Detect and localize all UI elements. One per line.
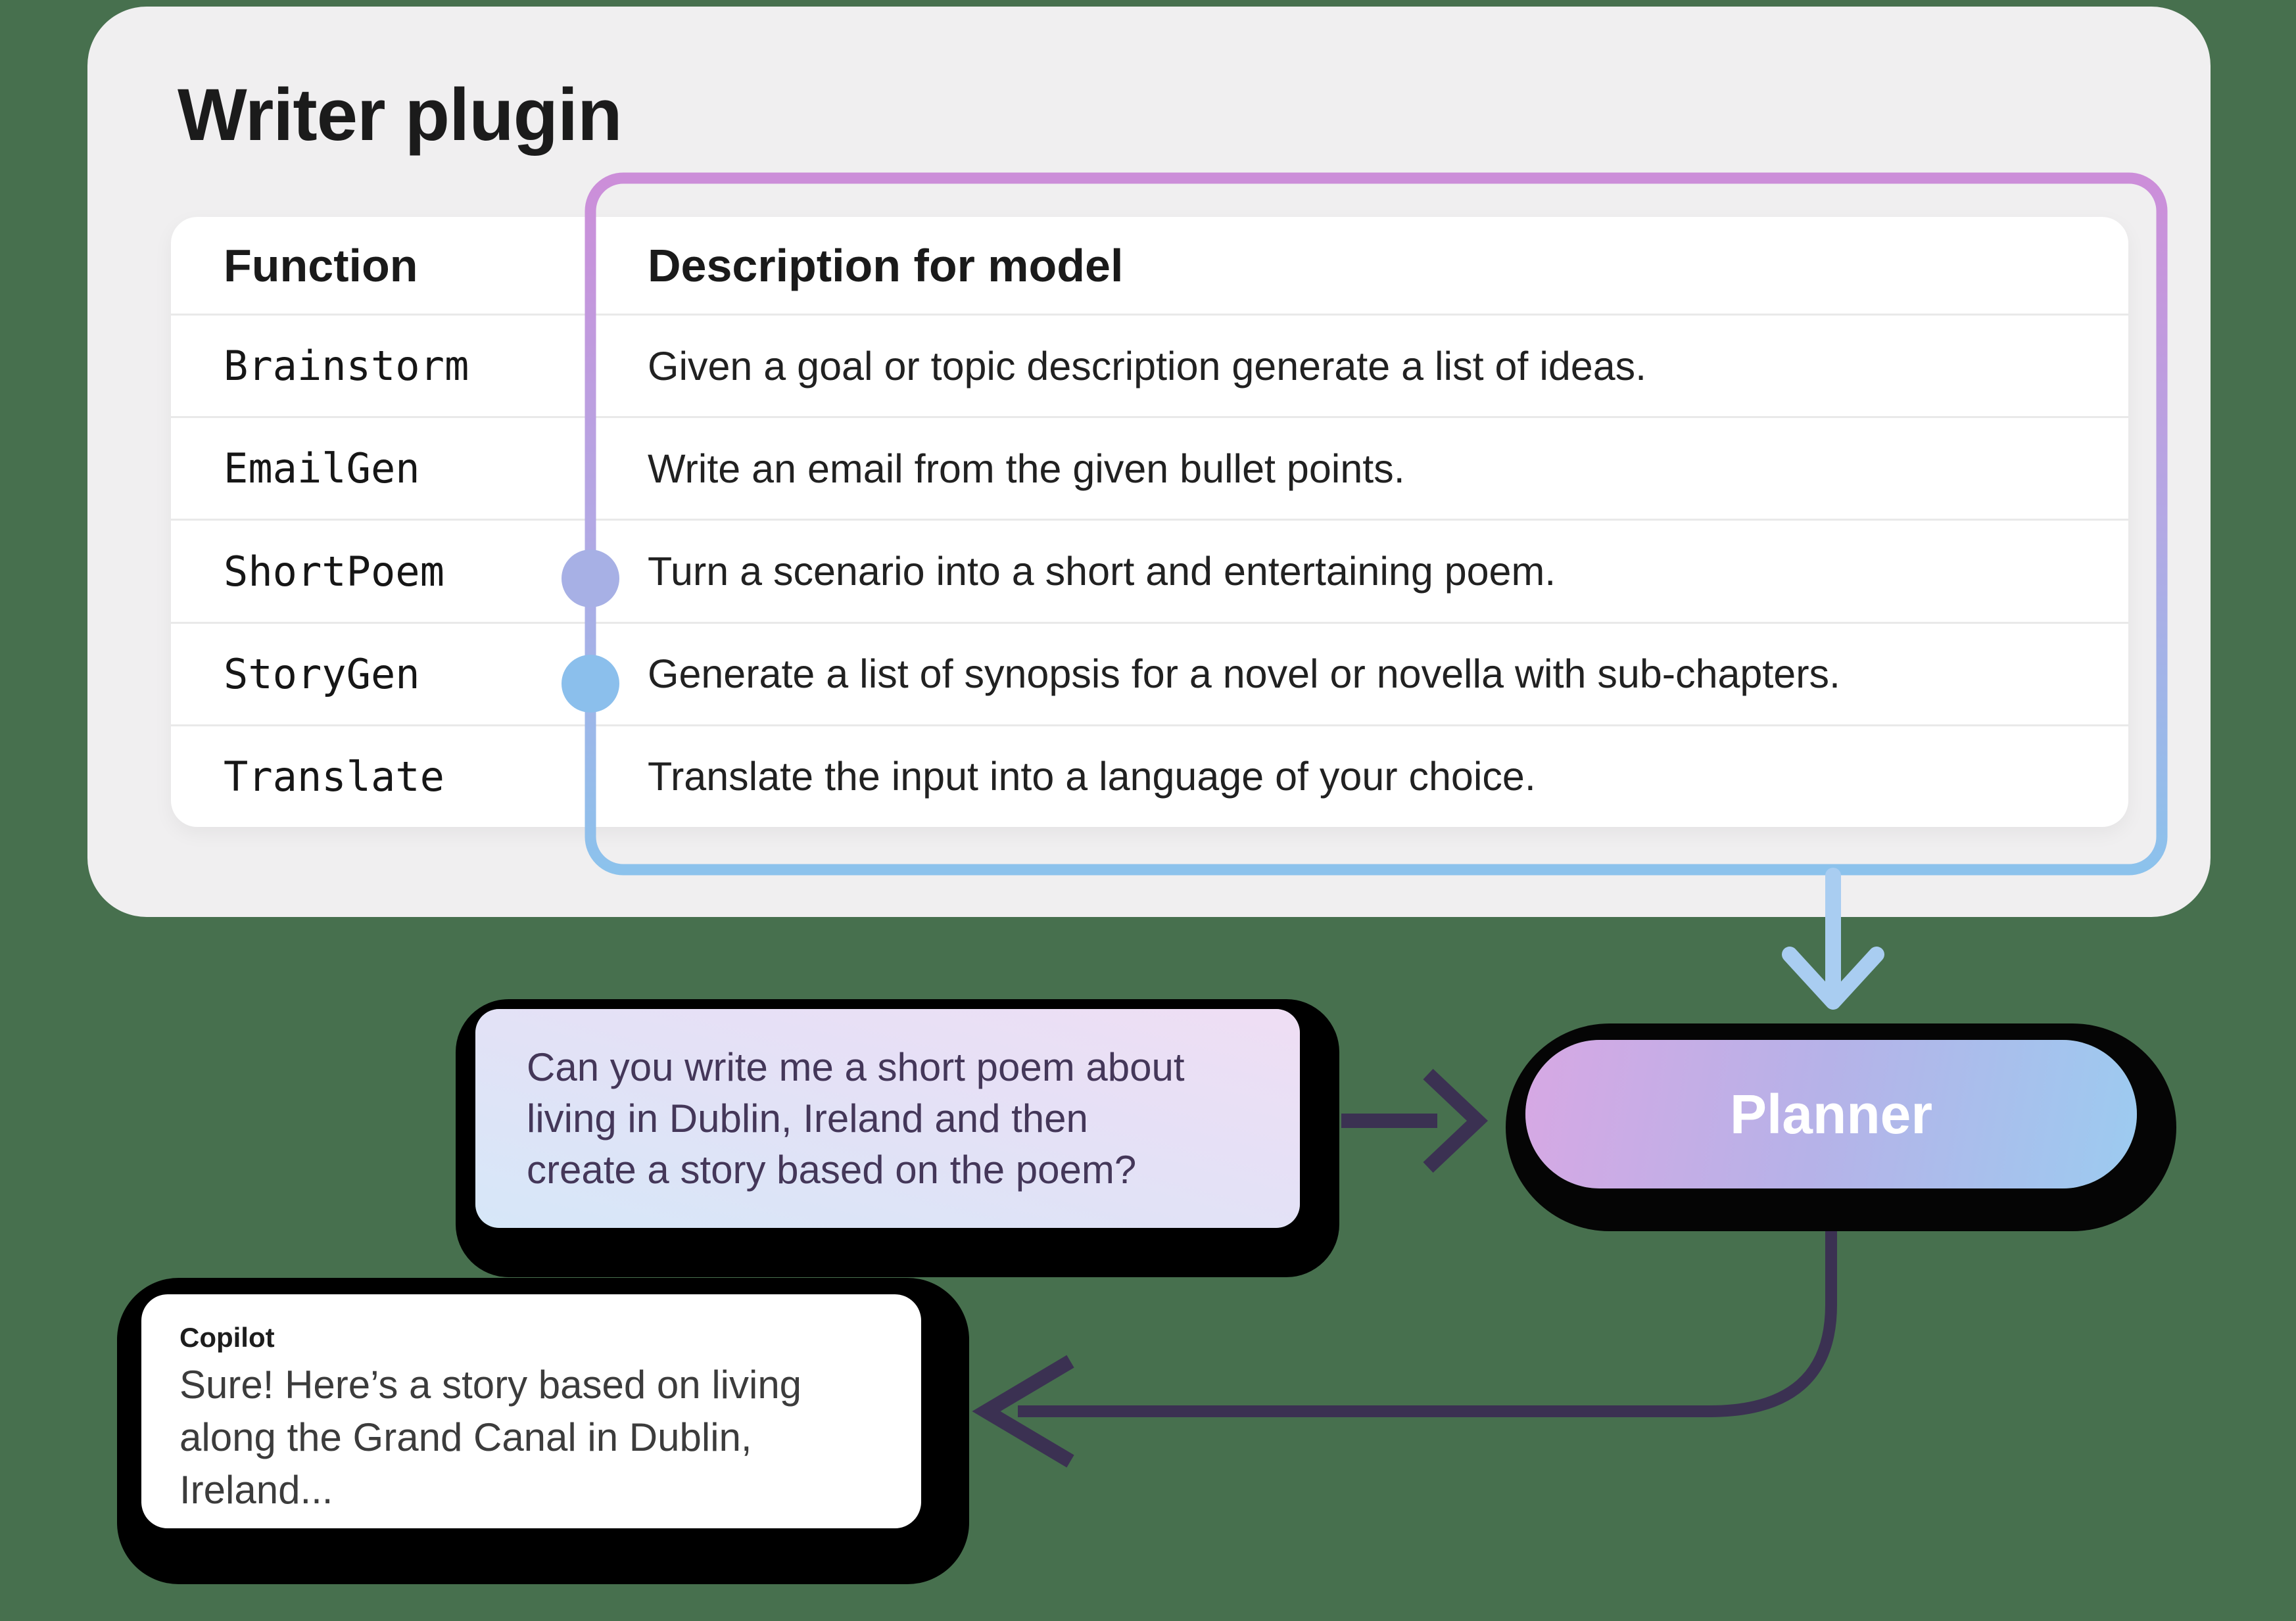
table-row: Brainstorm Given a goal or topic descrip… [171,314,2128,416]
planner-to-copilot-arrow [972,1210,1837,1468]
function-name: EmailGen [224,444,420,493]
function-name: ShortPoem [224,547,444,596]
table-row: StoryGen Generate a list of synopsis for… [171,621,2128,724]
function-description: Generate a list of synopsis for a novel … [648,651,1840,697]
page-title: Writer plugin [178,74,623,156]
writer-plugin-card: Writer plugin Function Description for m… [87,7,2211,917]
column-header-function: Function [224,239,418,291]
table-row: EmailGen Write an email from the given b… [171,416,2128,519]
function-description: Turn a scenario into a short and enterta… [648,549,1556,594]
user-message-bubble: Can you write me a short poem about livi… [475,1009,1300,1228]
copilot-message-bubble: Copilot Sure! Here’s a story based on li… [141,1294,921,1528]
function-description: Write an email from the given bullet poi… [648,446,1405,491]
planner-label: Planner [1729,1083,1933,1145]
function-table: Function Description for model Brainstor… [171,217,2128,827]
copilot-message-text: Sure! Here’s a story based on living alo… [179,1363,802,1512]
function-name: StoryGen [224,649,420,698]
table-header-row: Function Description for model [171,217,2128,314]
user-message-text: Can you write me a short poem about livi… [527,1045,1185,1192]
function-name: Translate [224,752,444,801]
function-name: Brainstorm [224,342,469,390]
copilot-author-label: Copilot [179,1322,275,1353]
function-description: Given a goal or topic description genera… [648,343,1647,388]
table-row: Translate Translate the input into a lan… [171,724,2128,827]
table-row: ShortPoem Turn a scenario into a short a… [171,519,2128,621]
planner-node: Planner [1525,1040,2137,1188]
function-description: Translate the input into a language of y… [648,754,1536,799]
question-to-planner-arrow [1341,1069,1489,1173]
column-header-description: Description for model [648,239,1124,291]
